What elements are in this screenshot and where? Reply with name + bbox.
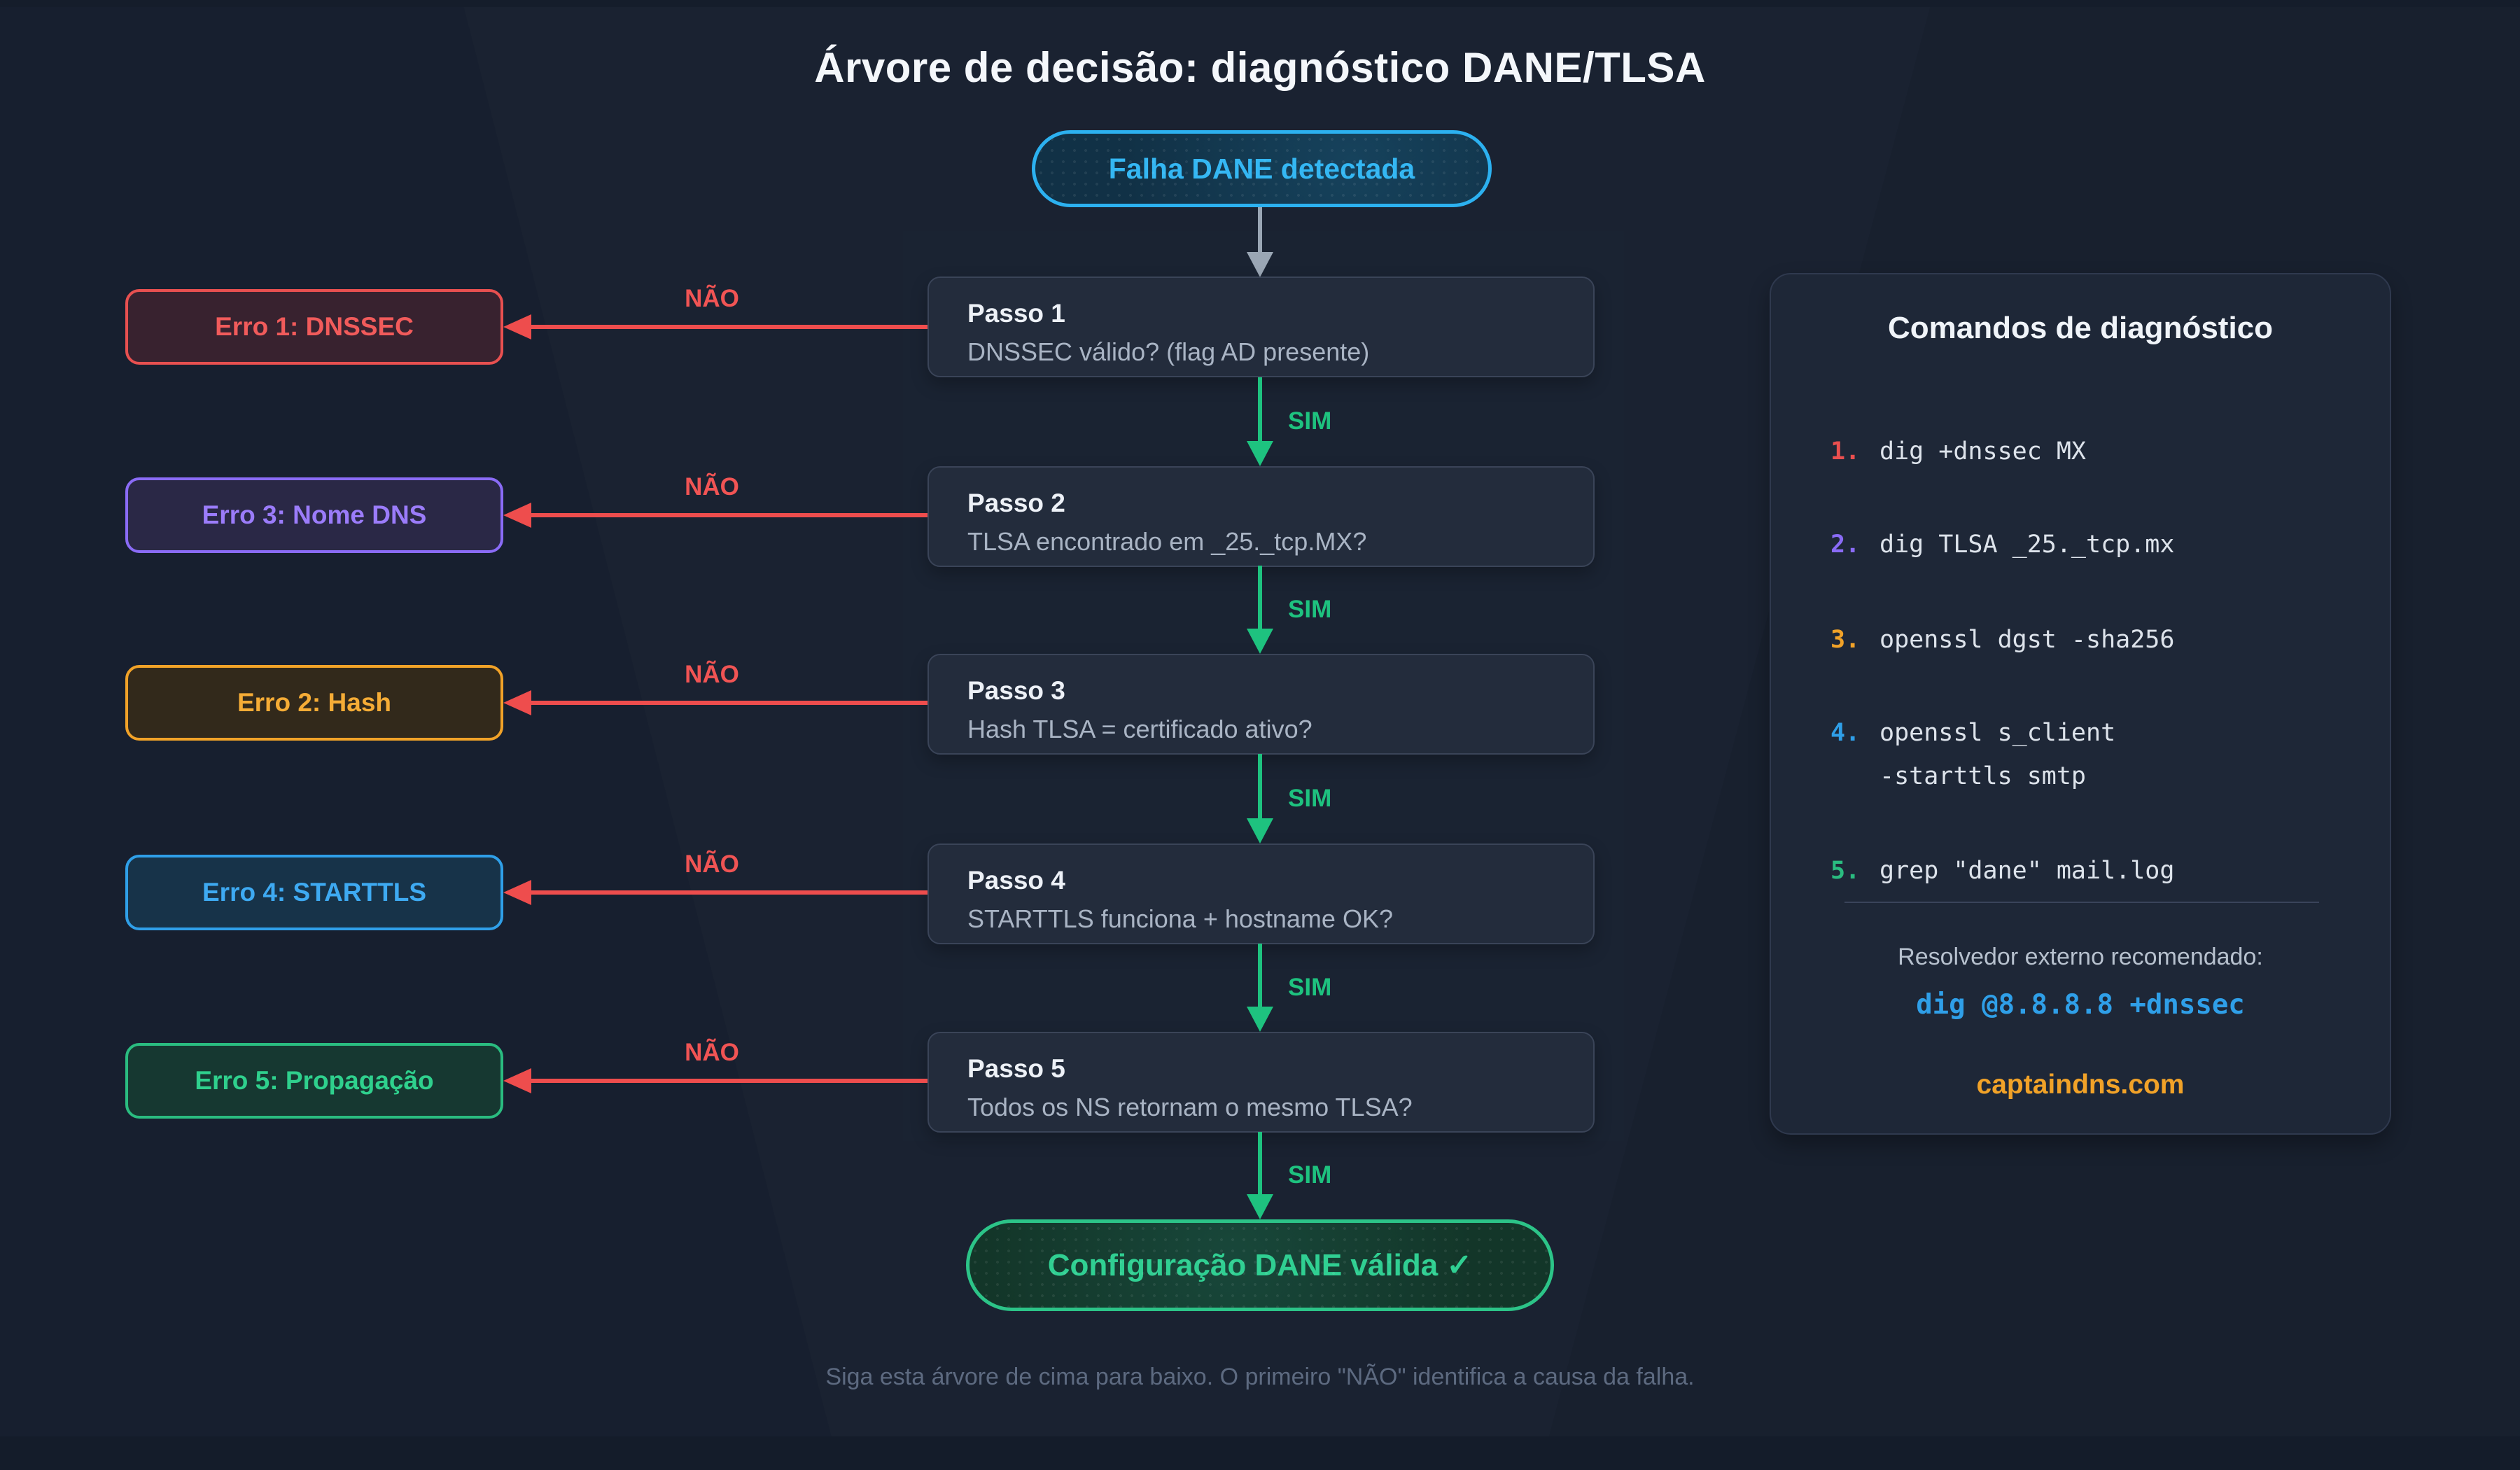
no-arrow [528, 890, 927, 895]
no-arrow [528, 325, 927, 329]
step-name: Passo 4 [967, 866, 1065, 895]
yes-label: SIM [1288, 1161, 1332, 1189]
background-strip [0, 1436, 2520, 1470]
command-item: 5. grep "dane" mail.log [1830, 806, 2342, 892]
error-node-dns-name: Erro 3: Nome DNS [125, 477, 503, 553]
yes-label: SIM [1288, 974, 1332, 1001]
yes-label: SIM [1288, 407, 1332, 435]
end-node: Configuração DANE válida ✓ [966, 1219, 1554, 1311]
command-text: openssl dgst -sha256 [1879, 626, 2175, 654]
command-number: 4. [1830, 719, 1861, 747]
step-name: Passo 3 [967, 676, 1065, 705]
panel-divider [1844, 902, 2319, 903]
no-arrowhead-icon [503, 503, 531, 528]
step-name: Passo 1 [967, 299, 1065, 328]
step-question: STARTTLS funciona + hostname OK? [967, 904, 1393, 933]
command-item: 3. openssl dgst -sha256 [1830, 575, 2342, 662]
no-label: NÃO [685, 285, 739, 312]
resolver-note: Resolvedor externo recomendado: [1898, 944, 2263, 970]
yes-arrow [1258, 1132, 1262, 1196]
error-label: Erro 4: STARTTLS [202, 878, 426, 906]
yes-arrowhead-icon [1247, 629, 1273, 654]
footnote: Siga esta árvore de cima para baixo. O p… [825, 1364, 1695, 1390]
yes-label: SIM [1288, 785, 1332, 812]
command-number: 2. [1830, 531, 1861, 559]
command-item: 4. openssl s_client -starttls smtp [1830, 668, 2342, 798]
yes-arrow [1258, 377, 1262, 442]
yes-arrow [1258, 754, 1262, 820]
error-label: Erro 1: DNSSEC [215, 312, 414, 341]
commands-panel-title: Comandos de diagnóstico [1887, 311, 2274, 345]
yes-arrowhead-icon [1247, 441, 1273, 466]
no-arrow [528, 1079, 927, 1083]
step-question: Todos os NS retornam o mesmo TLSA? [967, 1093, 1413, 1121]
no-arrow [528, 701, 927, 705]
yes-arrowhead-icon [1247, 818, 1273, 844]
no-label: NÃO [685, 473, 739, 500]
step-node-3: Passo 3 Hash TLSA = certificado ativo? [927, 654, 1595, 755]
step-node-5: Passo 5 Todos os NS retornam o mesmo TLS… [927, 1032, 1595, 1133]
command-text: dig +dnssec MX [1879, 438, 2087, 465]
no-label: NÃO [685, 661, 739, 688]
error-node-starttls: Erro 4: STARTTLS [125, 855, 503, 930]
step-question: Hash TLSA = certificado ativo? [967, 715, 1312, 743]
yes-arrowhead-icon [1247, 1194, 1273, 1219]
yes-arrowhead-icon [1247, 1007, 1273, 1032]
error-node-propagation: Erro 5: Propagação [125, 1043, 503, 1119]
error-node-dnssec: Erro 1: DNSSEC [125, 289, 503, 365]
command-number: 3. [1830, 626, 1861, 654]
no-arrowhead-icon [503, 1068, 531, 1093]
step-node-4: Passo 4 STARTTLS funciona + hostname OK? [927, 844, 1595, 944]
command-text: openssl s_client -starttls smtp [1879, 719, 2116, 790]
start-node-label: Falha DANE detectada [1108, 152, 1415, 185]
command-number: 1. [1830, 438, 1861, 465]
step-node-2: Passo 2 TLSA encontrado em _25._tcp.MX? [927, 466, 1595, 567]
end-node-label: Configuração DANE válida ✓ [1047, 1248, 1473, 1282]
no-label: NÃO [685, 850, 739, 878]
command-text: dig TLSA _25._tcp.mx [1879, 531, 2175, 559]
error-node-hash: Erro 2: Hash [125, 665, 503, 741]
start-arrow [1258, 207, 1262, 253]
yes-arrow [1258, 944, 1262, 1008]
commands-panel: Comandos de diagnóstico 1. dig +dnssec MX… [1770, 273, 2391, 1135]
no-arrowhead-icon [503, 314, 531, 340]
yes-arrow [1258, 566, 1262, 630]
yes-label: SIM [1288, 596, 1332, 623]
step-name: Passo 2 [967, 489, 1065, 517]
page-title: Árvore de decisão: diagnóstico DANE/TLSA [814, 44, 1706, 91]
no-label: NÃO [685, 1039, 739, 1066]
resolver-command: dig @8.8.8.8 +dnssec [1916, 989, 2245, 1021]
error-label: Erro 5: Propagação [195, 1066, 434, 1095]
step-question: DNSSEC válido? (flag AD presente) [967, 337, 1370, 366]
brand-link[interactable]: captaindns.com [1976, 1070, 2185, 1100]
error-label: Erro 2: Hash [237, 688, 391, 717]
step-question: TLSA encontrado em _25._tcp.MX? [967, 527, 1367, 556]
step-node-1: Passo 1 DNSSEC válido? (flag AD presente… [927, 276, 1595, 377]
command-item: 1. dig +dnssec MX [1830, 386, 2342, 473]
step-name: Passo 5 [967, 1054, 1065, 1083]
command-number: 5. [1830, 857, 1861, 885]
start-arrowhead-icon [1247, 252, 1273, 277]
no-arrow [528, 513, 927, 517]
no-arrowhead-icon [503, 690, 531, 715]
start-node: Falha DANE detectada [1032, 130, 1492, 207]
command-text: grep "dane" mail.log [1879, 857, 2175, 885]
no-arrowhead-icon [503, 880, 531, 905]
background-strip [0, 0, 2520, 7]
error-label: Erro 3: Nome DNS [202, 500, 427, 529]
command-item: 2. dig TLSA _25._tcp.mx [1830, 479, 2342, 566]
